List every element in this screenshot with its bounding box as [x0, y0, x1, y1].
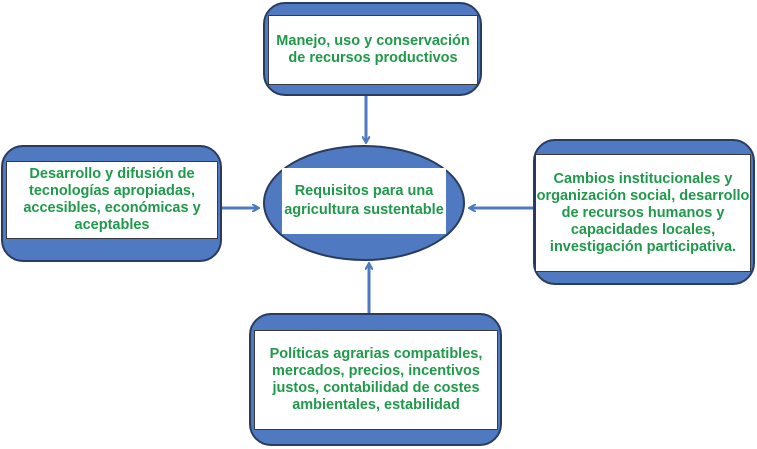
box-top-label: Manejo, uso y conservación de recursos p…	[268, 15, 478, 85]
box-left-label: Desarrollo y difusión de tecnologías apr…	[6, 161, 218, 239]
box-top: Manejo, uso y conservación de recursos p…	[263, 2, 482, 96]
center-label: Requisitos para una agricultura sustenta…	[282, 168, 446, 234]
box-right: Cambios institucionales y organización s…	[533, 139, 755, 285]
box-bottom: Políticas agrarias compatibles, mercados…	[249, 313, 502, 446]
box-left: Desarrollo y difusión de tecnologías apr…	[1, 145, 222, 262]
box-right-label: Cambios institucionales y organización s…	[535, 154, 751, 272]
box-bottom-label: Políticas agrarias compatibles, mercados…	[254, 330, 498, 430]
center-ellipse: Requisitos para una agricultura sustenta…	[263, 145, 465, 261]
